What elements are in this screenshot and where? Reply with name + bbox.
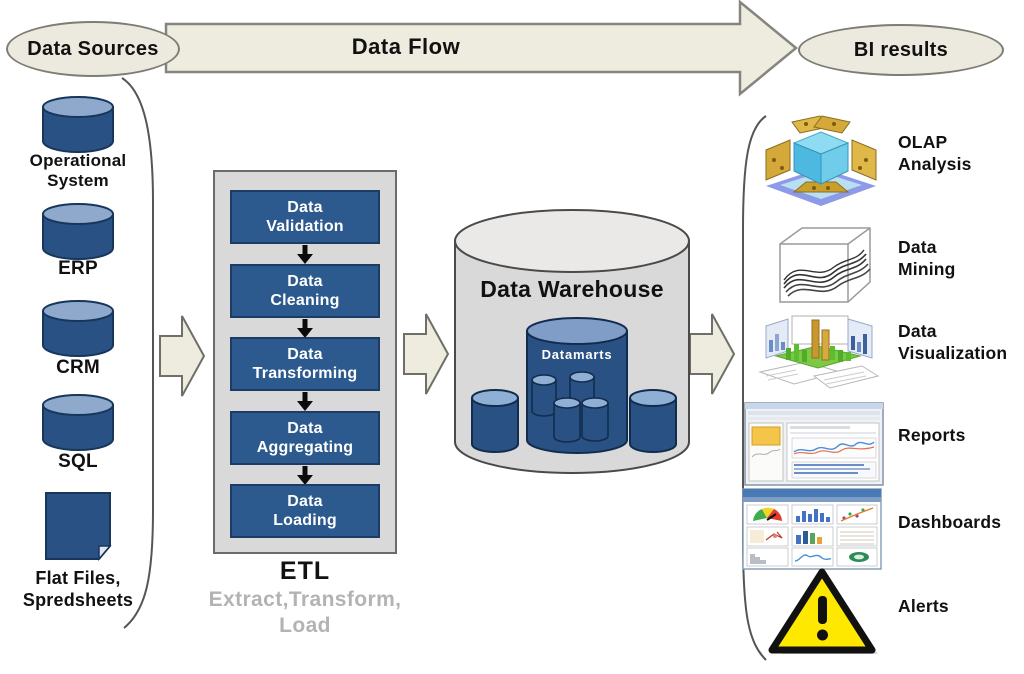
source-label-erp: ERP: [58, 258, 98, 279]
etl-step-data-transforming: Data Transforming: [230, 337, 380, 391]
etl-step-data-validation: Data Validation: [230, 190, 380, 244]
bi-label-alerts: Alerts: [898, 596, 949, 616]
bi-label-data-mining: Data Mining: [898, 237, 956, 279]
flow-arrow-etl-to-warehouse: [403, 313, 450, 395]
source-label-operational-system: Operational System: [29, 151, 127, 190]
down-arrow-icon: [297, 466, 313, 485]
datamarts-label: Datamarts: [541, 347, 613, 362]
down-arrow-icon: [297, 392, 313, 411]
database-cylinder-icon: [42, 96, 114, 153]
source-label-flat-files: Flat Files, Spredsheets: [22, 568, 134, 610]
bi-results-label: BI results: [853, 38, 949, 61]
bi-results-bracket: [742, 115, 767, 661]
bi-label-olap-analysis: OLAP Analysis: [898, 132, 972, 174]
surface-plot-icon: [779, 227, 871, 303]
data-sources-bracket: [121, 77, 154, 629]
database-cylinder-icon: [42, 203, 114, 260]
down-arrow-icon: [297, 245, 313, 264]
warning-triangle-icon: [768, 568, 878, 654]
etl-step-data-aggregating: Data Aggregating: [230, 411, 380, 465]
data-sources-ellipse: Data Sources: [6, 21, 180, 77]
data-warehouse-cylinder: [454, 209, 690, 474]
source-label-sql: SQL: [58, 451, 98, 472]
data-flow-label: Data Flow: [351, 34, 461, 59]
report-window-icon: [744, 402, 884, 486]
data-flow-arrow: [164, 0, 798, 97]
database-cylinder-icon: [42, 394, 114, 451]
source-label-crm: CRM: [56, 357, 100, 378]
3d-bar-chart-icon: [758, 315, 880, 389]
bi-label-reports: Reports: [898, 425, 966, 445]
datamart-small-cylinder: [531, 371, 609, 443]
dashboard-grid-icon: [742, 488, 882, 570]
down-arrow-icon: [297, 319, 313, 338]
datamart-side-cylinder: [471, 389, 677, 453]
etl-title: ETL: [279, 557, 331, 585]
bi-label-data-visualization: Data Visualization: [898, 321, 1008, 363]
etl-subtitle: Extract,Transform, Load: [208, 588, 402, 637]
flat-file-icon: [45, 492, 112, 561]
data-warehouse-title: Data Warehouse: [480, 276, 664, 302]
flow-arrow-warehouse-to-bi: [689, 313, 736, 395]
database-cylinder-icon: [42, 300, 114, 357]
olap-cube-icon: [765, 115, 877, 206]
bi-results-ellipse: BI results: [798, 24, 1004, 76]
etl-step-data-loading: Data Loading: [230, 484, 380, 538]
bi-label-dashboards: Dashboards: [898, 512, 1002, 532]
data-sources-label: Data Sources: [27, 37, 159, 60]
flow-arrow-sources-to-etl: [159, 315, 206, 397]
etl-step-data-cleaning: Data Cleaning: [230, 264, 380, 318]
